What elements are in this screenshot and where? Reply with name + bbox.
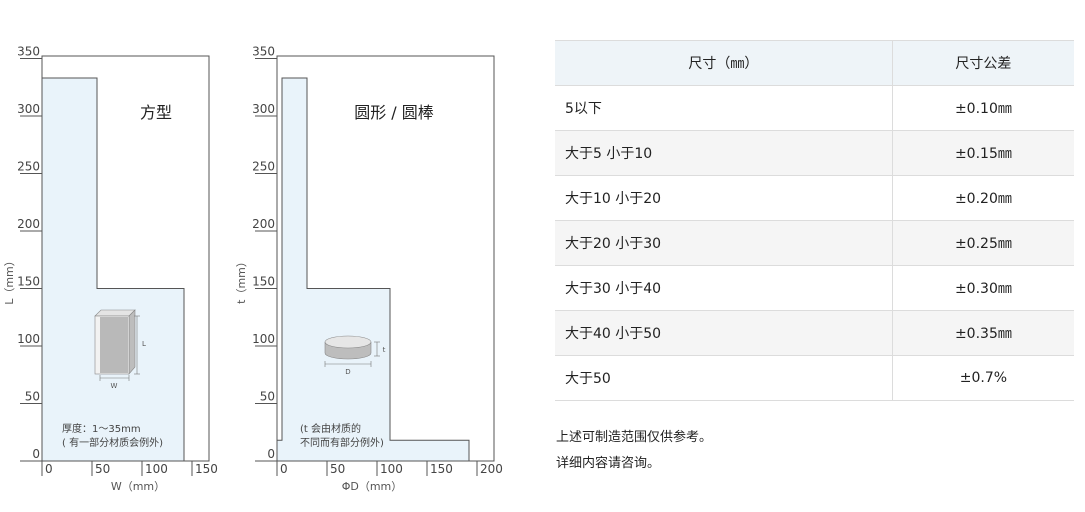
tolerance-diagrams: 0 50 100 150 200 250 300 350 0 50 100 150 方型 W（mm）…	[3, 45, 503, 494]
round-y-ticks: 0 50 100 150 200 250 300 350	[252, 45, 277, 462]
round-note-line2: 不同而有部分例外)	[300, 436, 384, 449]
square-note-line2: ( 有一部分材质会例外)	[62, 436, 163, 449]
disc-illustration: D t	[324, 335, 386, 376]
y-tick-label: 200	[252, 217, 275, 231]
round-note-line1: (t 会由材质的	[300, 422, 361, 435]
row-tolerance: ±0.30㎜	[891, 265, 1074, 311]
header-size: 尺寸（㎜）	[555, 40, 893, 86]
table-row: 大于20 小于30 ±0.25㎜	[555, 220, 1074, 266]
x-tick-label: 150	[430, 462, 453, 476]
y-tick-label: 350	[252, 45, 275, 59]
x-tick-label: 150	[195, 462, 218, 476]
y-tick-label: 300	[17, 102, 40, 116]
y-tick-label: 200	[17, 217, 40, 231]
x-tick-label: 100	[380, 462, 403, 476]
table-header-row: 尺寸（㎜） 尺寸公差	[555, 40, 1074, 86]
y-tick-label: 100	[17, 332, 40, 346]
square-range-region	[42, 78, 184, 462]
range-outline	[276, 77, 470, 462]
row-tolerance: ±0.15㎜	[891, 130, 1074, 176]
square-x-axis-label: W（mm）	[111, 480, 165, 493]
row-size: 5以下	[555, 85, 893, 131]
y-tick-label: 0	[32, 447, 40, 461]
row-size: 大于40 小于50	[555, 310, 893, 356]
row-size: 大于50	[555, 355, 893, 401]
y-tick-label: 350	[17, 45, 40, 59]
y-tick-label: 0	[267, 447, 275, 461]
round-y-axis-label: t（mm）	[235, 256, 248, 304]
round-title: 圆形 / 圆棒	[354, 103, 434, 122]
table-row: 5以下 ±0.10㎜	[555, 85, 1074, 131]
box-width-label: W	[111, 382, 118, 390]
x-tick-label: 200	[480, 462, 503, 476]
x-tick-label: 0	[45, 462, 53, 476]
square-x-ticks: 0 50 100 150	[41, 461, 218, 476]
y-tick-label: 300	[252, 102, 275, 116]
x-tick-label: 50	[95, 462, 110, 476]
disc-diameter-label: D	[345, 368, 350, 376]
square-plot-frame	[41, 55, 210, 462]
square-y-ticks: 0 50 100 150 200 250 300 350	[17, 45, 42, 462]
row-tolerance: ±0.35㎜	[891, 310, 1074, 356]
row-size: 大于10 小于20	[555, 175, 893, 221]
y-tick-label: 150	[17, 275, 40, 289]
box-illustration: W L	[94, 309, 146, 390]
y-tick-label: 250	[252, 160, 275, 174]
tolerance-table: 尺寸（㎜） 尺寸公差 5以下 ±0.10㎜ 大于5 小于10 ±0.15㎜ 大于…	[555, 40, 1074, 401]
box-length-label: L	[142, 340, 146, 348]
square-y-axis-label: L（mm）	[3, 255, 16, 305]
footnote-line1: 上述可制造范围仅供参考。	[556, 430, 713, 445]
y-tick-label: 150	[252, 275, 275, 289]
round-range-region	[277, 78, 469, 462]
table-row: 大于10 小于20 ±0.20㎜	[555, 175, 1074, 221]
square-note-line1: 厚度：1～35mm	[62, 422, 141, 435]
disc-thickness-label: t	[383, 346, 386, 354]
footnote-line2: 详细内容请咨询。	[556, 456, 661, 471]
round-x-axis-label: ΦD（mm）	[342, 480, 403, 493]
y-tick-label: 50	[260, 390, 275, 404]
row-tolerance: ±0.7%	[891, 355, 1074, 401]
x-tick-label: 100	[145, 462, 168, 476]
header-tolerance: 尺寸公差	[891, 40, 1074, 86]
y-tick-label: 100	[252, 332, 275, 346]
row-size: 大于5 小于10	[555, 130, 893, 176]
square-diagram: 0 50 100 150 200 250 300 350 0 50 100 150 方型 W（mm）…	[3, 45, 218, 494]
y-tick-label: 250	[17, 160, 40, 174]
table-row: 大于5 小于10 ±0.15㎜	[555, 130, 1074, 176]
row-tolerance: ±0.25㎜	[891, 220, 1074, 266]
table-row: 大于50 ±0.7%	[555, 355, 1074, 401]
row-tolerance: ±0.20㎜	[891, 175, 1074, 221]
row-tolerance: ±0.10㎜	[891, 85, 1074, 131]
row-size: 大于30 小于40	[555, 265, 893, 311]
x-tick-label: 0	[280, 462, 288, 476]
round-plot-frame	[276, 55, 495, 462]
row-size: 大于20 小于30	[555, 220, 893, 266]
round-x-ticks: 0 50 100 150 200	[276, 461, 503, 476]
table-row: 大于30 小于40 ±0.30㎜	[555, 265, 1074, 311]
square-title: 方型	[140, 103, 172, 122]
table-row: 大于40 小于50 ±0.35㎜	[555, 310, 1074, 356]
x-tick-label: 50	[330, 462, 345, 476]
y-tick-label: 50	[25, 390, 40, 404]
round-diagram: 0 50 100 150 200 250 300 350 0 50 100 150 200 圆形 / …	[235, 45, 503, 494]
